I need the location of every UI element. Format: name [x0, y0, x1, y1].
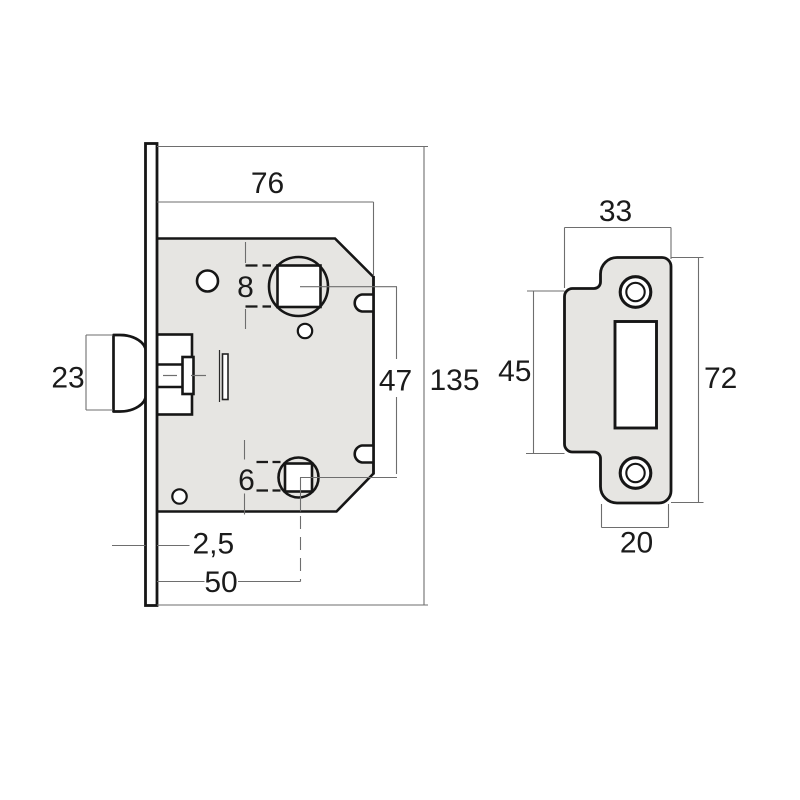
screw-hole-bottom-inner — [625, 462, 646, 484]
screw-hole-top-inner — [625, 281, 646, 303]
pin-hole-bottom-left — [171, 488, 188, 505]
dim-label-6: 6 — [238, 464, 255, 497]
dim-50 — [157, 477, 302, 583]
dim-135 — [157, 145, 428, 606]
dim-label-45: 45 — [498, 355, 531, 388]
pin-hole-center — [296, 322, 314, 340]
latch-opening — [613, 320, 658, 430]
latch-bolt — [112, 333, 148, 413]
faceplate — [144, 142, 159, 607]
dim-label-47: 47 — [379, 365, 412, 398]
dim-76 — [157, 201, 375, 276]
dim-label-76: 76 — [251, 167, 284, 200]
dim-47 — [300, 286, 398, 479]
dim-33 — [563, 226, 672, 288]
dim-label-50: 50 — [204, 566, 237, 599]
dim-label-135: 135 — [430, 364, 480, 397]
dim-72 — [671, 256, 704, 504]
dim-label-2-5: 2,5 — [193, 528, 235, 561]
screw-post-hole-top-left — [195, 269, 220, 293]
spring-slot — [221, 353, 229, 401]
dim-8 — [244, 242, 271, 329]
mounting-slot-bottom — [353, 444, 374, 464]
dim-label-20: 20 — [620, 527, 653, 560]
strike-plate-view: 33 72 45 20 — [498, 195, 737, 560]
dim-20 — [600, 504, 670, 529]
lock-case-view: 135 76 47 8 — [51, 142, 480, 607]
dim-6 — [243, 440, 281, 515]
dim-label-72: 72 — [704, 362, 737, 395]
dim-label-8: 8 — [237, 271, 254, 304]
dim-45 — [526, 290, 565, 455]
mounting-slot-top — [353, 293, 374, 313]
dim-label-23: 23 — [51, 362, 84, 395]
dim-label-33: 33 — [599, 195, 632, 228]
dim-23 — [85, 334, 113, 411]
